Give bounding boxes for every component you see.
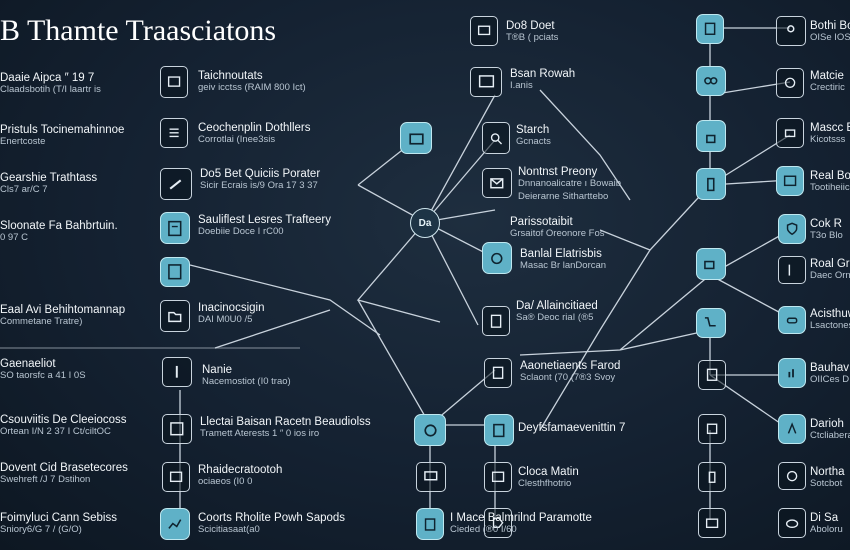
envelope-icon[interactable]: [482, 168, 512, 198]
pin-icon[interactable]: [162, 357, 192, 387]
desktop-icon[interactable]: [416, 462, 446, 492]
face-icon[interactable]: [414, 414, 446, 446]
search-icon[interactable]: [482, 122, 510, 154]
person-icon[interactable]: [776, 16, 806, 46]
chart-icon[interactable]: [160, 508, 190, 540]
tool-icon[interactable]: [160, 168, 192, 200]
window-icon[interactable]: [470, 67, 502, 97]
center-label: Deierarne Sitharttebo: [518, 191, 609, 202]
diagram-title: B Thamte Traasciatons: [0, 14, 277, 47]
map-icon[interactable]: [484, 462, 512, 492]
link-icon[interactable]: [696, 66, 726, 96]
lock-icon[interactable]: [696, 120, 726, 152]
lambda-icon[interactable]: [778, 414, 806, 444]
clock-icon[interactable]: [778, 462, 806, 490]
flag-icon[interactable]: [778, 256, 806, 284]
phone-icon[interactable]: [696, 168, 726, 200]
file-icon[interactable]: [160, 257, 190, 287]
bottle-icon[interactable]: [698, 462, 726, 492]
at-icon[interactable]: [776, 68, 804, 98]
pill-icon[interactable]: [778, 306, 806, 334]
globe-icon[interactable]: [482, 242, 512, 274]
document-icon[interactable]: [160, 212, 190, 244]
tablet-icon[interactable]: [484, 414, 514, 446]
hub-node[interactable]: Dа: [410, 208, 440, 238]
printer-icon[interactable]: [776, 118, 804, 148]
clipboard-icon[interactable]: [482, 306, 510, 336]
list-icon[interactable]: [160, 118, 188, 148]
right-label: Mascc BiaiKicotsss: [810, 122, 850, 146]
stack-icon[interactable]: [698, 414, 726, 444]
cart-icon[interactable]: [696, 308, 726, 338]
hub-label: Dа: [418, 217, 432, 229]
left-label: Sloonate Fa Bahbrtuin.0 97 C: [0, 220, 118, 244]
screen-icon[interactable]: [470, 16, 498, 46]
card-icon[interactable]: [162, 462, 190, 492]
receipt-icon[interactable]: [698, 360, 726, 390]
shield-icon[interactable]: [778, 214, 806, 244]
id-card-icon[interactable]: [776, 166, 804, 196]
right-label: AcisthuwbLsactones: [810, 308, 850, 332]
grid-icon[interactable]: [162, 414, 192, 444]
server-icon[interactable]: [696, 14, 724, 44]
monitor-icon[interactable]: [160, 66, 188, 98]
tag-icon[interactable]: [484, 508, 512, 538]
truck-icon[interactable]: [696, 248, 726, 280]
folder-icon[interactable]: [160, 300, 190, 332]
cloud-icon[interactable]: [778, 508, 806, 538]
center-label: Deyfsfamaevenittin 7: [518, 422, 626, 434]
wallet-icon[interactable]: [698, 508, 726, 538]
bar-chart-icon[interactable]: [778, 358, 806, 388]
camera-icon[interactable]: [400, 122, 432, 154]
book-icon[interactable]: [416, 508, 444, 540]
note-icon[interactable]: [484, 358, 512, 388]
